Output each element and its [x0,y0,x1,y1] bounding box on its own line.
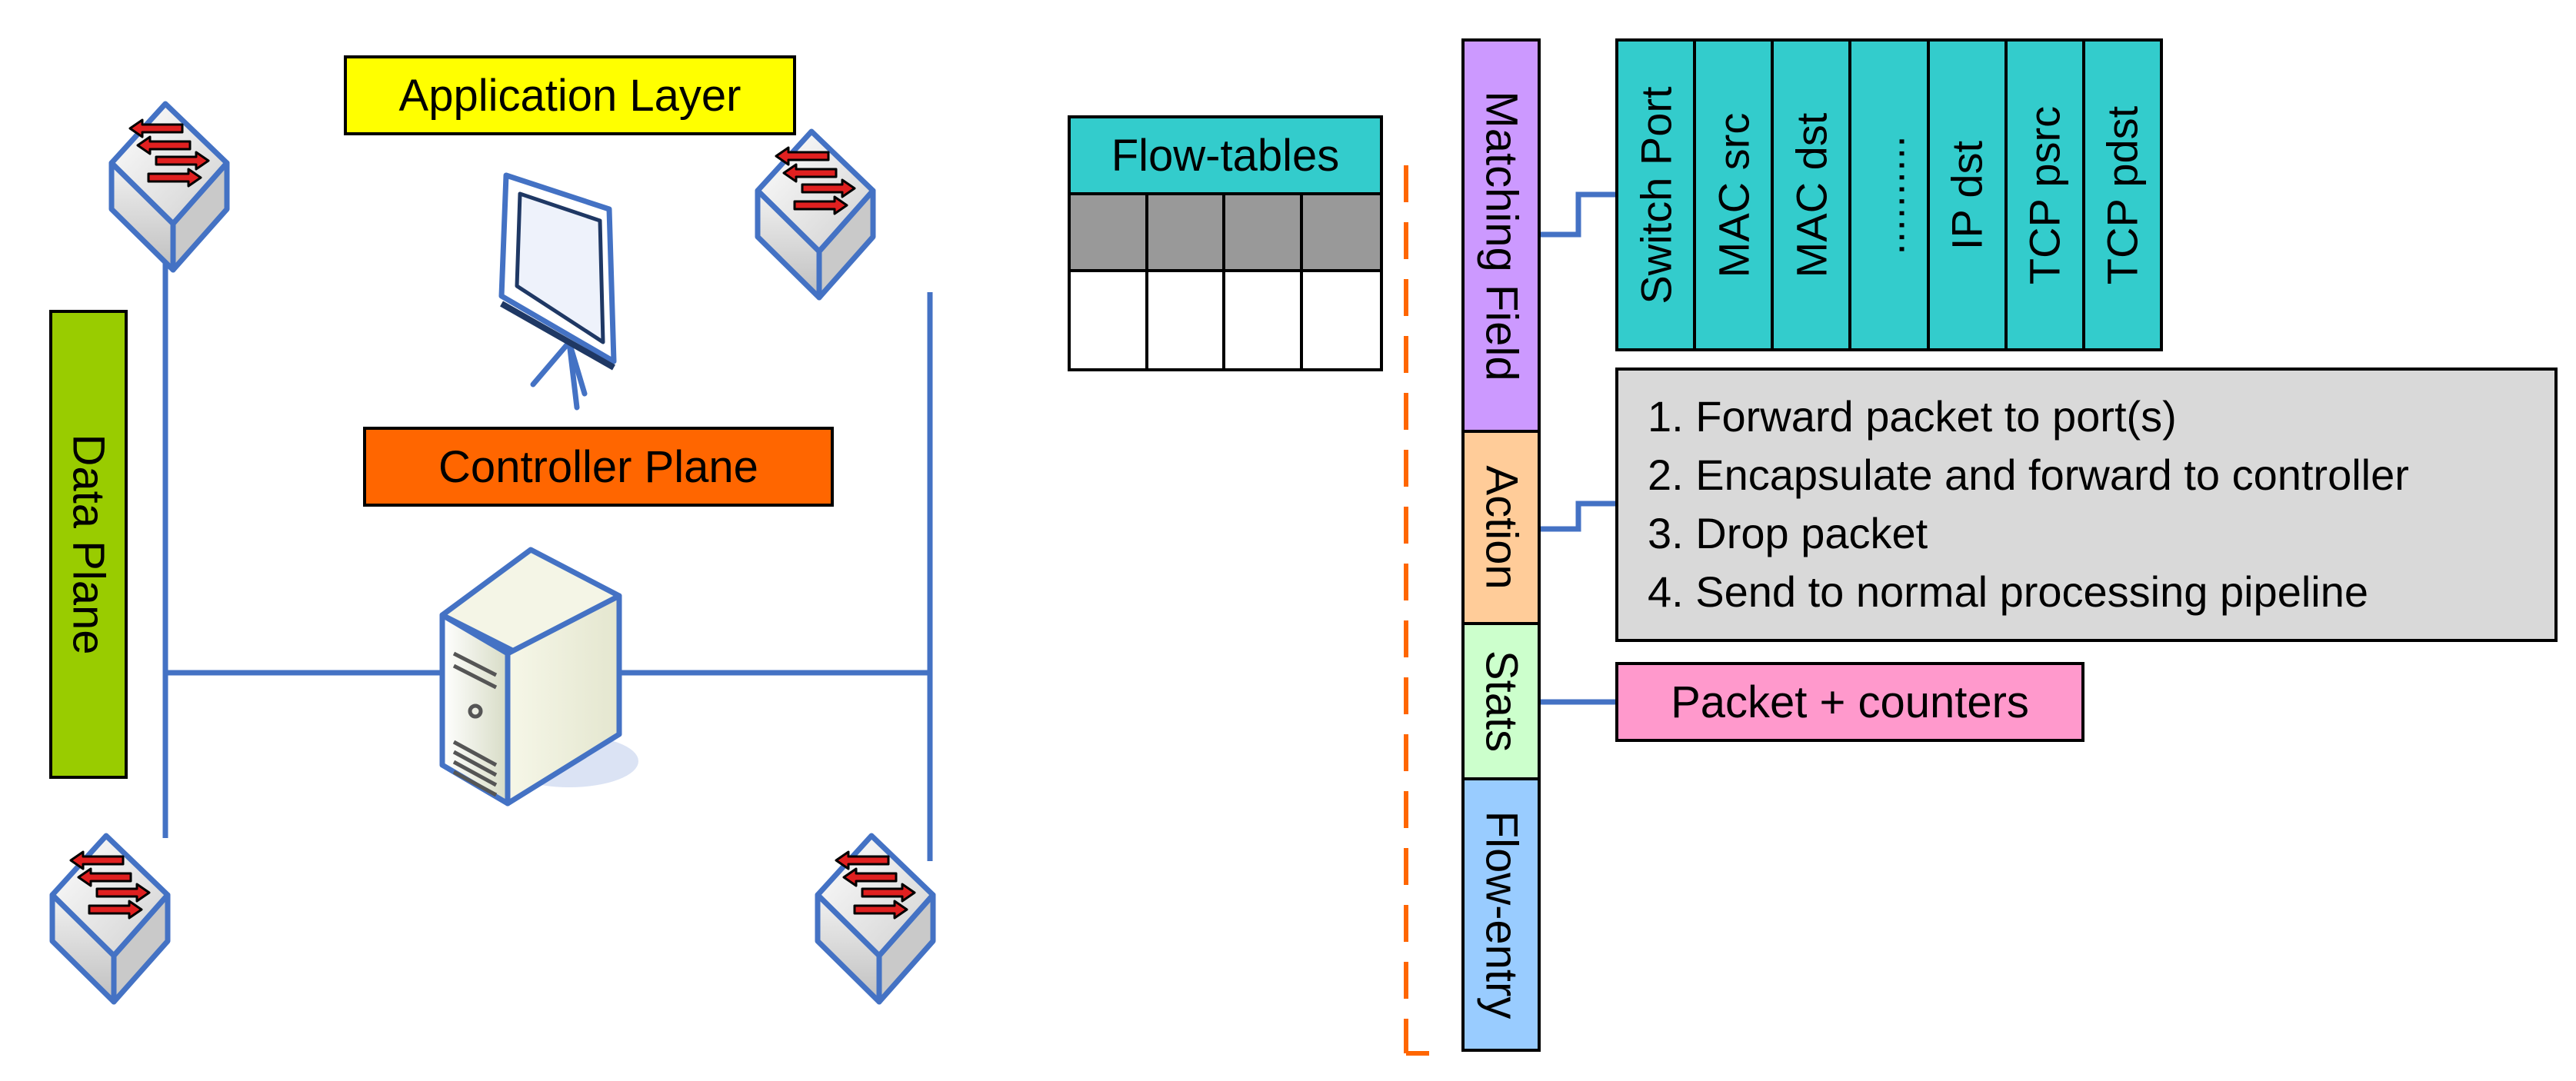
flow-tables-grid [1068,192,1383,371]
field-ellipsis: .......... [1851,42,1930,348]
action-text: Action [1476,465,1526,590]
data-plane-text: Data Plane [63,434,114,655]
flow-entry-segment: Flow-entry [1461,777,1541,1052]
flow-tables-header-cell [1071,195,1148,272]
field-tcp-pdst: TCP pdst [2085,42,2160,348]
flow-tables-cell [1225,272,1303,368]
switch-top-left-icon [112,104,227,270]
action-item: 2. Encapsulate and forward to controller [1648,451,2409,499]
field-text: .......... [1865,135,1914,255]
action-segment: Action [1461,430,1541,625]
switch-bottom-left-icon [52,836,168,1002]
application-screen-icon [498,172,617,411]
switch-bottom-right-icon [818,836,933,1002]
field-text: MAC src [1709,112,1758,278]
field-ip-dst: IP dst [1930,42,2008,348]
data-plane-label: Data Plane [49,310,128,779]
field-text: IP dst [1942,140,1991,250]
stats-packet-counters: Packet + counters [1615,662,2084,742]
action-item: 1. Forward packet to port(s) [1648,392,2177,441]
field-text: TCP pdst [2098,105,2147,284]
field-text: TCP psrc [2020,105,2069,284]
controller-plane-label: Controller Plane [363,427,834,507]
controller-server-icon [439,547,638,807]
field-tcp-psrc: TCP psrc [2008,42,2085,348]
stats-segment: Stats [1461,622,1541,780]
flow-tables-header-cell [1225,195,1303,272]
matching-fields-table: Switch Port MAC src MAC dst .......... I… [1615,38,2163,351]
flow-entry-text: Flow-entry [1476,810,1526,1019]
matching-field-segment: Matching Field [1461,38,1541,433]
flow-tables: Flow-tables [1068,115,1383,371]
matching-field-text: Matching Field [1476,90,1526,381]
field-mac-src: MAC src [1696,42,1775,348]
flow-tables-title: Flow-tables [1068,115,1383,195]
flow-tables-header-cell [1148,195,1225,272]
actions-list: 1. Forward packet to port(s) 2. Encapsul… [1615,368,2558,642]
field-mac-dst: MAC dst [1774,42,1852,348]
field-text: MAC dst [1787,112,1836,278]
flow-tables-cell [1148,272,1225,368]
action-item: 3. Drop packet [1648,509,1928,557]
flow-tables-cell [1071,272,1148,368]
application-layer-label: Application Layer [344,55,796,135]
flow-tables-cell [1302,272,1380,368]
network-links [162,191,1619,861]
action-item: 4. Send to normal processing pipeline [1648,567,2369,616]
switch-top-right-icon [758,131,873,298]
stats-text: Stats [1476,650,1526,753]
flow-table-bracket [1404,165,1429,1056]
field-switch-port: Switch Port [1618,42,1697,348]
field-text: Switch Port [1631,85,1681,304]
flow-tables-header-cell [1302,195,1380,272]
